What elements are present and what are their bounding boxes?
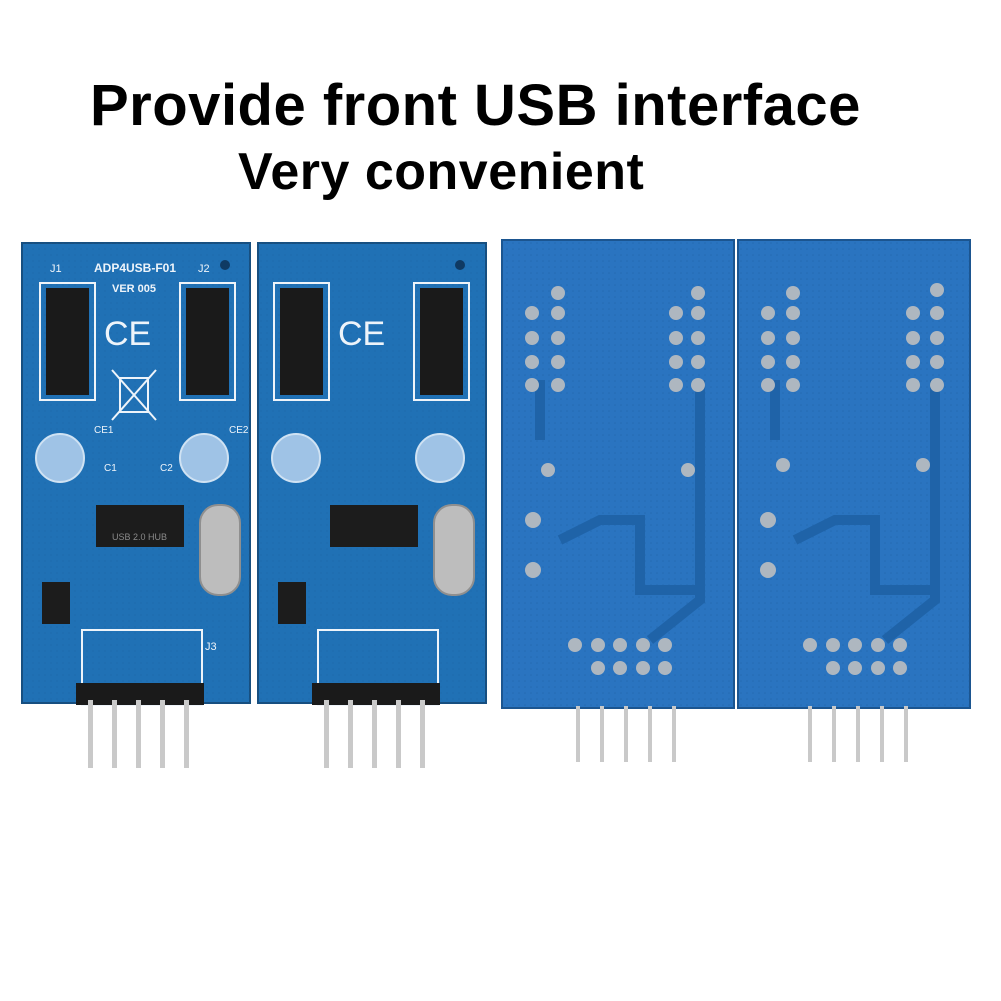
ce1-label: CE1 xyxy=(94,425,114,436)
c2-label: C2 xyxy=(160,463,173,474)
board-model-label: ADP4USB-F01 xyxy=(94,261,176,275)
front-board-1: ADP4USB-F01 J1 J2 VER 005 CE CE1 CE2 C1 … xyxy=(21,242,251,768)
back-board-2 xyxy=(737,239,971,762)
version-label: VER 005 xyxy=(112,283,156,295)
headline-line2: Very convenient xyxy=(238,143,645,201)
usb-hub-chip xyxy=(96,505,184,547)
ce-mark: CE xyxy=(104,315,151,353)
j3-pins xyxy=(88,700,189,768)
headline-line1: Provide front USB interface xyxy=(90,73,861,138)
capacitor-ce2 xyxy=(179,433,229,483)
capacitor-ce1 xyxy=(35,433,85,483)
svg-text:CE: CE xyxy=(338,315,385,353)
weee-bin-icon xyxy=(119,377,149,413)
ce2-label: CE2 xyxy=(229,425,249,436)
j1-label: J1 xyxy=(50,263,62,275)
back-board-1 xyxy=(501,239,735,762)
front-board-2: CE xyxy=(257,242,487,768)
crystal-oscillator xyxy=(199,504,241,596)
diode xyxy=(42,582,70,624)
c1-label: C1 xyxy=(104,463,117,474)
j2-label: J2 xyxy=(198,263,210,275)
j3-label: J3 xyxy=(205,641,217,653)
chip-text: USB 2.0 HUB xyxy=(112,532,167,542)
